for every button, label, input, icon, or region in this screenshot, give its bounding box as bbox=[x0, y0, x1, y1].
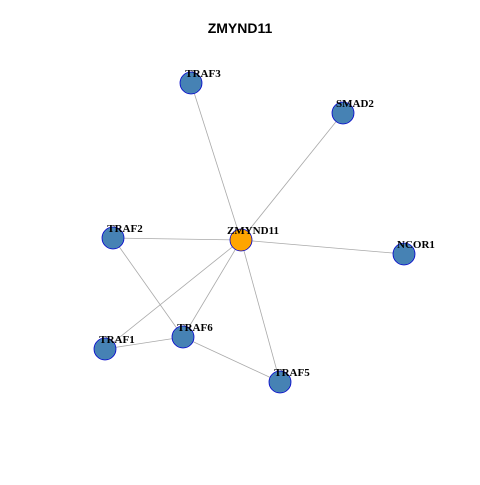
edge-traf6-traf5 bbox=[182, 336, 281, 383]
edge-layer bbox=[104, 82, 405, 383]
node-circle-traf2 bbox=[101, 226, 125, 250]
edge-zmynd11-smad2 bbox=[240, 112, 344, 241]
node-circle-smad2 bbox=[331, 101, 355, 125]
edge-zmynd11-ncor1 bbox=[240, 239, 405, 255]
edge-traf1-traf6 bbox=[104, 336, 184, 350]
node-label-zmynd11: ZMYND11 bbox=[227, 225, 279, 237]
edge-zmynd11-traf1 bbox=[104, 239, 242, 350]
node-label-traf3: TRAF3 bbox=[185, 68, 221, 80]
node-circle-zmynd11 bbox=[229, 228, 253, 252]
node-ncor1: NCOR1 bbox=[392, 239, 435, 266]
node-label-ncor1: NCOR1 bbox=[397, 239, 435, 251]
node-label-smad2: SMAD2 bbox=[336, 98, 374, 110]
node-layer: ZMYND11 TRAF3SMAD2TRAF2NCOR1TRAF6TRAF1TRA… bbox=[93, 68, 435, 394]
node-traf1: TRAF1 bbox=[93, 334, 135, 361]
node-label-traf5: TRAF5 bbox=[274, 367, 310, 379]
node-smad2: SMAD2 bbox=[331, 98, 374, 125]
node-circle-traf3 bbox=[179, 71, 203, 95]
node-traf5: TRAF5 bbox=[268, 367, 310, 394]
diagram-title: ZMYND11 bbox=[207, 20, 273, 36]
node-zmynd11: ZMYND11 bbox=[227, 225, 279, 252]
edge-zmynd11-traf2 bbox=[112, 237, 242, 241]
node-circle-ncor1 bbox=[392, 242, 416, 266]
edge-traf2-traf6 bbox=[112, 237, 184, 338]
node-traf6: TRAF6 bbox=[171, 322, 213, 349]
node-circle-traf6 bbox=[171, 325, 195, 349]
node-circle-traf1 bbox=[93, 337, 117, 361]
node-circle-traf5 bbox=[268, 370, 292, 394]
edge-zmynd11-traf3 bbox=[190, 82, 242, 241]
node-traf3: TRAF3 bbox=[179, 68, 221, 95]
edge-zmynd11-traf5 bbox=[240, 239, 281, 383]
node-label-traf6: TRAF6 bbox=[177, 322, 213, 334]
node-traf2: TRAF2 bbox=[101, 223, 143, 250]
node-label-traf1: TRAF1 bbox=[99, 334, 134, 346]
edge-zmynd11-traf6 bbox=[182, 239, 242, 338]
node-label-traf2: TRAF2 bbox=[107, 223, 143, 235]
